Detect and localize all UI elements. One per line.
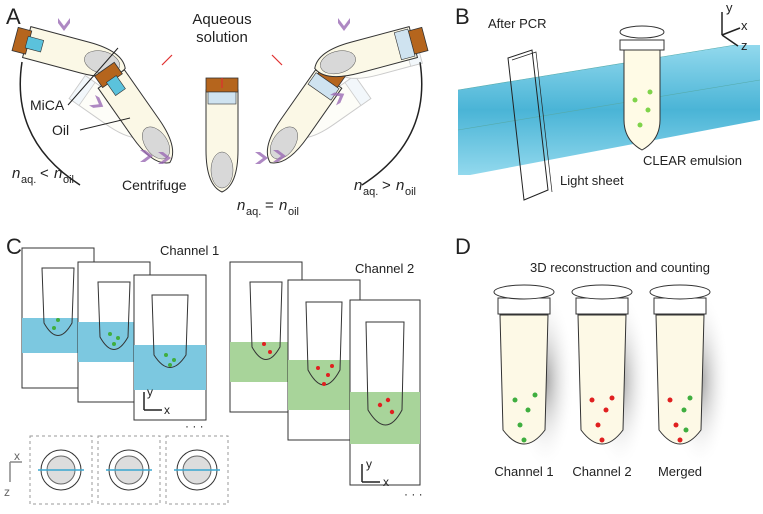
svg-text:· · ·: · · · (404, 487, 423, 501)
axes-b (721, 12, 741, 47)
panel-a-letter: A (6, 4, 21, 29)
light-sheet (507, 49, 549, 201)
tube-a5 (314, 25, 429, 78)
svg-text:oil: oil (405, 186, 416, 198)
svg-text:<: < (40, 165, 49, 182)
tube-d1 (493, 284, 575, 470)
panel-b-letter: B (455, 4, 470, 29)
d-title: 3D reconstruction and counting (530, 260, 710, 275)
svg-text:n: n (396, 177, 404, 194)
tube-d2 (571, 284, 650, 470)
channel1-label: Channel 1 (160, 243, 219, 258)
ineq-left: n aq. < n oil (12, 165, 74, 186)
panel-c-letter: C (6, 234, 22, 259)
svg-text:z: z (4, 485, 10, 499)
d-ch1-label: Channel 1 (494, 464, 553, 479)
panel-d-letter: D (455, 234, 471, 259)
svg-text:x: x (14, 449, 20, 463)
ineq-center: n aq. = n oil (237, 197, 299, 218)
svg-text:x: x (164, 403, 170, 417)
oil-label: Oil (52, 122, 69, 138)
d-merged-label: Merged (658, 464, 702, 479)
svg-text:oil: oil (63, 174, 74, 186)
svg-text:y: y (147, 385, 153, 399)
svg-text:aq.: aq. (246, 206, 261, 218)
svg-text:y: y (366, 457, 372, 471)
svg-text:x: x (383, 475, 389, 489)
solution-label: solution (196, 29, 248, 46)
svg-text:n: n (237, 197, 245, 214)
channel2-stacks: y x · · · (229, 261, 423, 501)
cross-sections: x z (4, 435, 229, 505)
after-pcr-label: After PCR (488, 16, 547, 31)
red-arrow-icons (161, 54, 283, 88)
channel1-stacks: y x · · · (21, 247, 207, 433)
right-arc (361, 61, 423, 186)
light-beam (458, 45, 760, 175)
channel2-label: Channel 2 (355, 261, 414, 276)
ineq-right: n aq. > n oil (354, 177, 416, 198)
panel-c: C Channel 1 Channel 2 (4, 234, 423, 505)
svg-text:n: n (12, 165, 20, 182)
panel-a: A (6, 4, 429, 218)
panel-b: B After PCR Light sheet CLEAR emulsion y (455, 0, 761, 201)
svg-text:aq.: aq. (21, 174, 36, 186)
centrifuge-label: Centrifuge (122, 177, 187, 193)
mica-label: MiCA (30, 97, 65, 113)
svg-text:y: y (726, 0, 733, 15)
d-ch2-label: Channel 2 (572, 464, 631, 479)
panel-d: D 3D reconstruction and counting Channel… (455, 234, 730, 479)
svg-text:x: x (741, 18, 748, 33)
svg-text:· · ·: · · · (185, 419, 204, 433)
tube-a2 (94, 61, 174, 164)
left-arc (19, 61, 81, 186)
oil-leader (79, 117, 131, 131)
tube-d3 (649, 284, 730, 470)
mica-leader (67, 47, 119, 106)
light-sheet-label: Light sheet (560, 173, 624, 188)
svg-text:aq.: aq. (363, 186, 378, 198)
svg-text:n: n (54, 165, 62, 182)
svg-text:n: n (279, 197, 287, 214)
svg-text:oil: oil (288, 206, 299, 218)
svg-text:z: z (741, 38, 748, 53)
svg-text:>: > (382, 177, 391, 194)
tube-a3 (205, 77, 239, 193)
tube-b (619, 25, 665, 151)
svg-text:=: = (265, 197, 274, 214)
clear-emulsion-label: CLEAR emulsion (643, 153, 742, 168)
aqueous-label: Aqueous (192, 11, 251, 28)
svg-text:n: n (354, 177, 362, 194)
